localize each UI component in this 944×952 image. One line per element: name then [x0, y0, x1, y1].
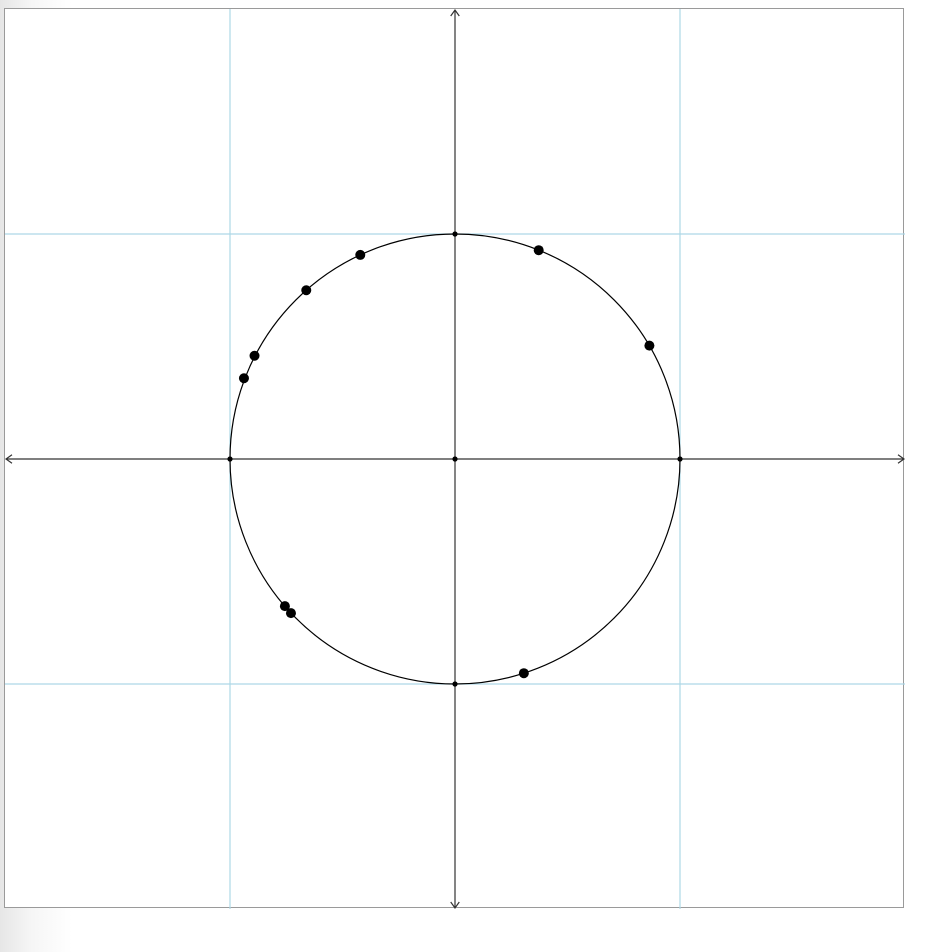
- data-point: [355, 249, 366, 260]
- data-point: [285, 608, 296, 619]
- data-point: [301, 285, 312, 296]
- y-axis-arrow-up: [450, 8, 460, 17]
- reference-point: [452, 231, 458, 237]
- reference-point: [227, 456, 233, 462]
- data-point: [518, 668, 529, 679]
- data-point: [238, 373, 249, 384]
- reference-point: [452, 456, 458, 462]
- data-point: [533, 245, 544, 256]
- y-axis-arrow-down: [450, 901, 460, 910]
- reference-point: [677, 456, 683, 462]
- unit-circle-chart: [4, 8, 906, 910]
- plot-area: [4, 8, 906, 910]
- data-point: [249, 350, 260, 361]
- reference-point: [452, 681, 458, 687]
- data-point: [279, 601, 290, 612]
- x-axis-arrow-right: [897, 454, 906, 464]
- x-axis-arrow-left: [4, 454, 13, 464]
- data-point: [644, 340, 655, 351]
